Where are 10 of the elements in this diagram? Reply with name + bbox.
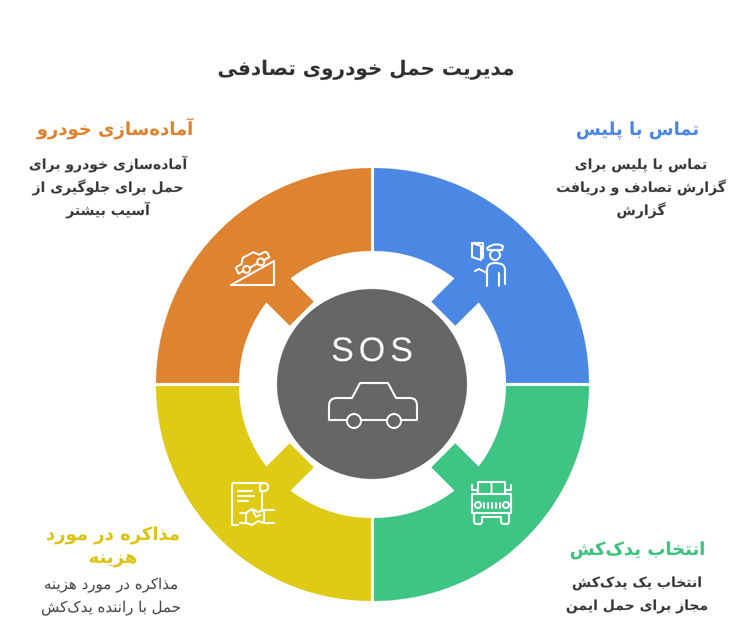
step-heading: انتخاب یدک‌کش	[570, 539, 706, 560]
diagram-title: مدیریت حمل خودروی تصادفی	[218, 55, 514, 82]
step-heading: مذاکره در مورد هزینه	[46, 524, 180, 568]
hub-label: SOS	[330, 331, 418, 369]
step-description: مذاکره در مورد هزینه حمل با راننده یدک‌کش	[41, 575, 181, 616]
step-heading: تماس با پلیس	[576, 119, 700, 140]
step-description: تماس با پلیس برای گزارش تصادف و دریافت گزارش	[556, 157, 726, 219]
step-description: آماده‌سازی خودرو برای حمل برای جلوگیری از آسیب بیشتر	[28, 157, 188, 219]
step-heading: آماده‌سازی خودرو	[36, 119, 194, 140]
step-description: انتخاب یک یدک‌کش مجاز برای حمل ایمن	[566, 575, 708, 614]
